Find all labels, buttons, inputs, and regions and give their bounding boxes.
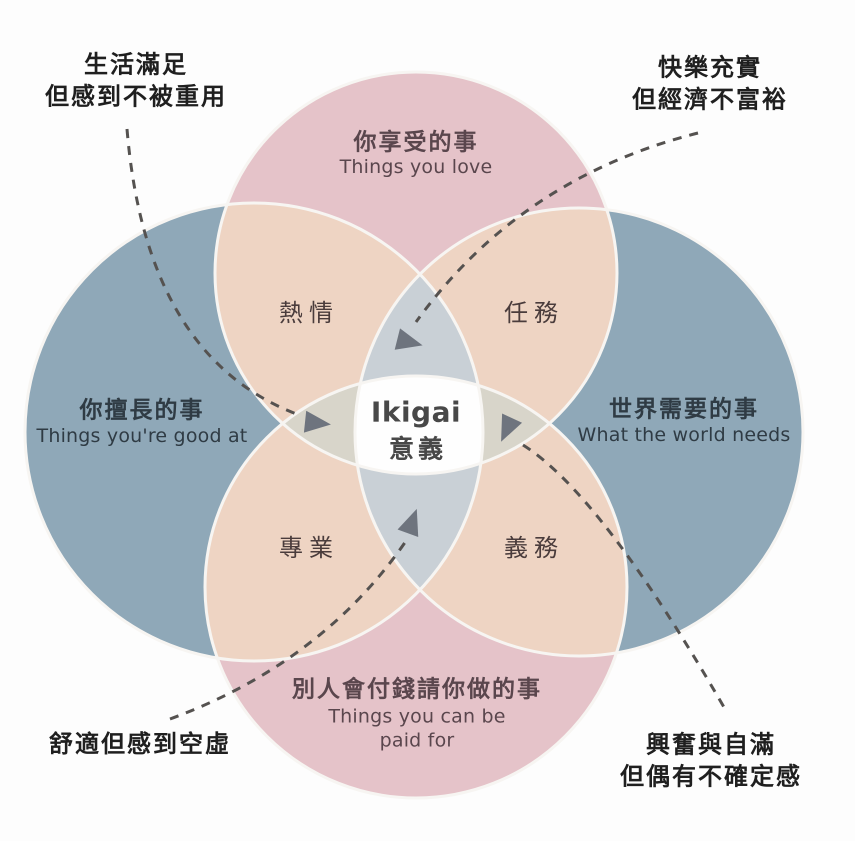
note-bottom-right: 興奮與自滿 但偶有不確定感 <box>620 729 802 792</box>
overlap-label-passion: 熱情 <box>279 299 339 327</box>
note-bottom-left: 舒適但感到空虛 <box>49 729 231 761</box>
arrow-top-icon <box>394 328 423 350</box>
arrow-bottom-icon <box>397 508 419 538</box>
circle-bottom-label-zh: 別人會付錢請你做的事 <box>292 676 542 703</box>
note-top-left-line2: 但感到不被重用 <box>45 82 227 110</box>
center-label-zh: 意義 <box>388 434 448 464</box>
guide-top-left <box>125 128 300 417</box>
overlap-label-mission: 任務 <box>504 299 564 327</box>
circle-bottom-label-en: Things you can be paid for <box>328 705 505 753</box>
center-label-en: Ikigai <box>370 395 462 429</box>
note-top-right-line1: 快樂充實 <box>658 53 762 82</box>
note-bottom-left-line1: 舒適但感到空虛 <box>49 730 231 759</box>
note-bottom-right-line1: 興奮與自滿 <box>646 730 776 759</box>
arrowheads <box>303 328 523 538</box>
circle-right-label-zh: 世界需要的事 <box>609 396 759 423</box>
note-top-left-line1: 生活滿足 <box>84 50 188 79</box>
note-bottom-right-line2: 但偶有不確定感 <box>620 762 802 790</box>
overlap-label-vocation: 義務 <box>504 534 564 562</box>
circle-top-label-en: Things you love <box>339 156 493 179</box>
note-top-right-line2: 但經濟不富裕 <box>632 85 788 113</box>
note-top-right: 快樂充實 但經濟不富裕 <box>632 52 788 115</box>
circle-left-label-zh: 你擅長的事 <box>79 397 205 424</box>
circle-top-label-zh: 你享受的事 <box>353 129 479 156</box>
circle-outlines <box>23 70 805 800</box>
note-top-left: 生活滿足 但感到不被重用 <box>45 49 227 112</box>
guide-bottom-right <box>522 443 727 710</box>
circle-right-label-en: What the world needs <box>577 424 791 447</box>
arrow-left-icon <box>303 410 331 433</box>
circle-bottom-label-en-line1: Things you can be <box>328 705 506 728</box>
circle-bottom-label-en-line2: paid for <box>379 729 455 751</box>
guide-bottom-left <box>169 540 408 721</box>
overlap-passion-region <box>215 203 483 474</box>
dashed-guides <box>125 128 727 721</box>
overlap-label-profession: 專業 <box>279 534 339 562</box>
circle-left-label-en: Things you're good at <box>36 425 248 448</box>
guide-top-right <box>414 131 699 323</box>
arrow-right-icon <box>501 413 523 442</box>
